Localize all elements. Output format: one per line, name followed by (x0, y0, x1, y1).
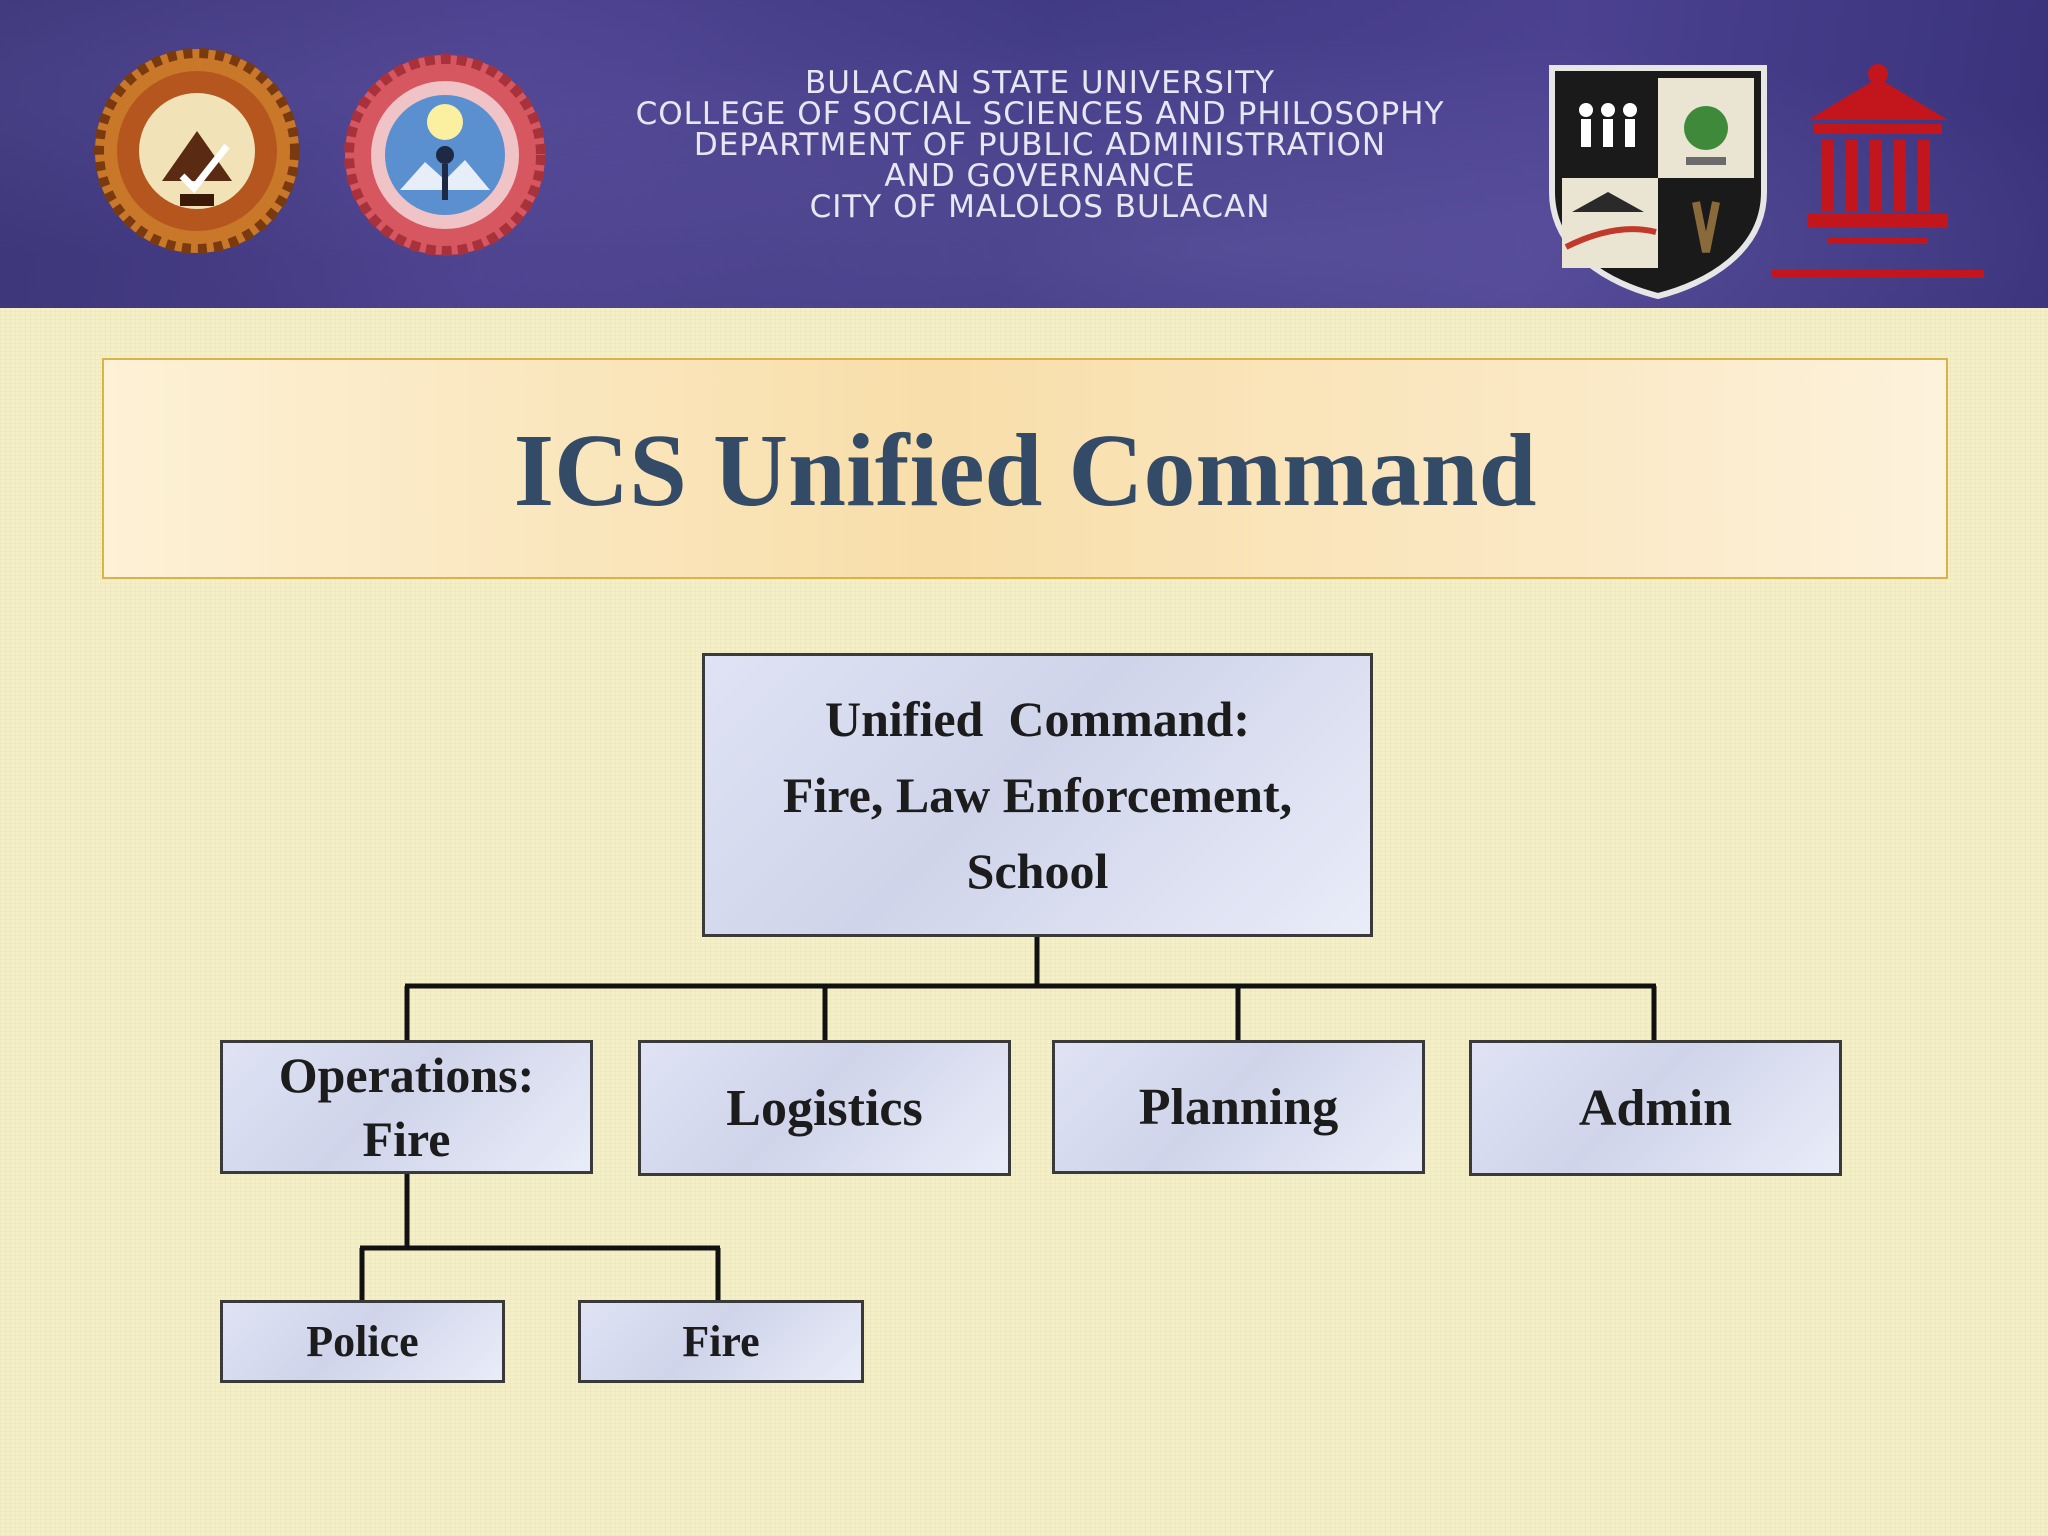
node-label: Police (306, 1317, 419, 1366)
fire-unit-node: Fire (578, 1300, 864, 1383)
logistics-node: Logistics (638, 1040, 1011, 1176)
slide-title: ICS Unified Command (513, 413, 1537, 528)
title-box: ICS Unified Command (102, 358, 1948, 579)
node-label: Logistics (726, 1079, 923, 1137)
header-banner: BULACAN STATE UNIVERSITY COLLEGE OF SOCI… (0, 0, 2048, 308)
bulsu-seal-logo (94, 48, 300, 254)
cssp-seal-logo (344, 54, 546, 256)
planning-node: Planning (1052, 1040, 1425, 1174)
banner-line: COLLEGE OF SOCIAL SCIENCES AND PHILOSOPH… (635, 96, 1445, 132)
banner-line: AND GOVERNANCE (884, 158, 1196, 194)
pillar-building-logo (1772, 64, 1984, 278)
node-line: Operations: (278, 1047, 535, 1103)
node-line: Fire (362, 1111, 451, 1167)
node-line: Unified Command: (824, 691, 1251, 747)
admin-node: Admin (1469, 1040, 1842, 1176)
department-shield-logo (1549, 65, 1767, 300)
unified-command-node: Unified Command: Fire, Law Enforcement, … (702, 653, 1373, 937)
banner-institution-text: BULACAN STATE UNIVERSITY COLLEGE OF SOCI… (560, 68, 1520, 223)
banner-line: CITY OF MALOLOS BULACAN (809, 189, 1271, 225)
node-label: Admin (1578, 1079, 1733, 1137)
node-line: Fire, Law Enforcement, (782, 767, 1293, 823)
node-label: Planning (1138, 1078, 1339, 1136)
police-node: Police (220, 1300, 505, 1383)
banner-line: DEPARTMENT OF PUBLIC ADMINISTRATION (693, 127, 1387, 163)
node-label: Fire (682, 1317, 760, 1366)
operations-node: Operations: Fire (220, 1040, 593, 1174)
banner-line: BULACAN STATE UNIVERSITY (805, 65, 1275, 101)
node-line: School (966, 843, 1109, 899)
